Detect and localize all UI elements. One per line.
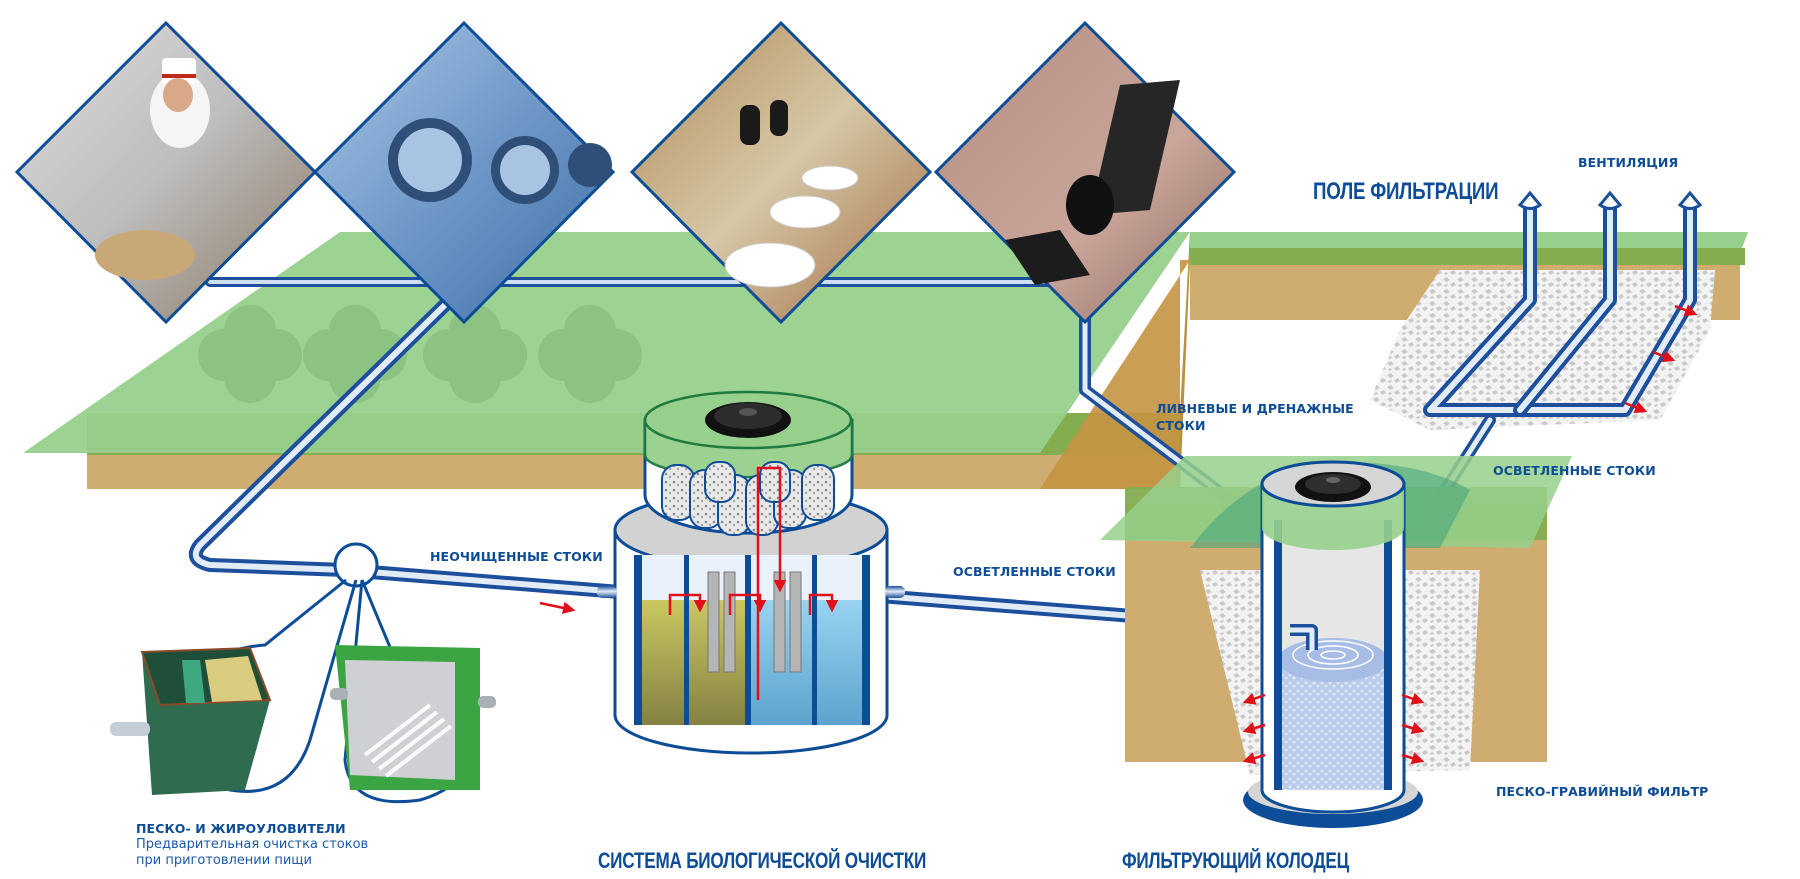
bio-flow-arrows — [668, 466, 839, 700]
grease-trap-unit-1 — [110, 646, 272, 795]
source-photo-downspout — [933, 20, 1237, 325]
filter-field-title: ПОЛЕ ФИЛЬТРАЦИИ — [1313, 178, 1499, 205]
ventilation-label: ВЕНТИЛЯЦИЯ — [1578, 155, 1679, 170]
ventilation-caps — [1517, 190, 1703, 210]
vent-cap-icon — [1517, 190, 1543, 210]
arrow-icon — [1674, 304, 1698, 317]
filter-well-title: ФИЛЬТРУЮЩИЙ КОЛОДЕЦ — [1122, 848, 1349, 873]
grease-trap-desc-line1: Предварительная очистка стоков — [136, 837, 369, 852]
source-photo-washroom — [629, 20, 933, 325]
filter-well — [1242, 460, 1425, 828]
bio-system-title: СИСТЕМА БИОЛОГИЧЕСКОЙ ОЧИСТКИ — [598, 848, 927, 873]
arrow-icon — [1624, 401, 1648, 414]
grease-trap-title: ПЕСКО- И ЖИРОУЛОВИТЕЛИ — [136, 821, 346, 836]
raw-sewage-label: НЕОЧИЩЕННЫЕ СТОКИ — [430, 549, 603, 564]
grease-trap-unit-2 — [330, 645, 496, 790]
source-photo-laundry — [312, 20, 616, 325]
bio-treatment-unit — [597, 390, 905, 755]
clarified-to-field-label: ОСВЕТЛЕННЫЕ СТОКИ — [1493, 463, 1656, 478]
vent-cap-icon — [1677, 190, 1703, 210]
left-ground-block — [23, 232, 1190, 489]
grease-trap-desc-line2: при приготовлении пищи — [136, 853, 312, 868]
storm-drain-label-line2: СТОКИ — [1156, 418, 1206, 433]
shrubs — [198, 305, 642, 403]
sand-gravel-filter-label: ПЕСКО-ГРАВИЙНЫЙ ФИЛЬТР — [1496, 784, 1709, 799]
well-outflow-arrows — [1242, 692, 1425, 765]
source-photo-kitchen — [14, 20, 318, 325]
arrow-icon — [1652, 350, 1676, 363]
vent-cap-icon — [1597, 190, 1623, 210]
bio-media-blocks — [661, 461, 835, 536]
field-outflow-arrows — [1624, 304, 1698, 414]
clarified-to-well-label: ОСВЕТЛЕННЫЕ СТОКИ — [953, 564, 1116, 579]
raw-flow-arrow-icon — [539, 601, 576, 615]
storm-drain-label-line1: ЛИВНЕВЫЕ И ДРЕНАЖНЫЕ — [1156, 401, 1354, 416]
